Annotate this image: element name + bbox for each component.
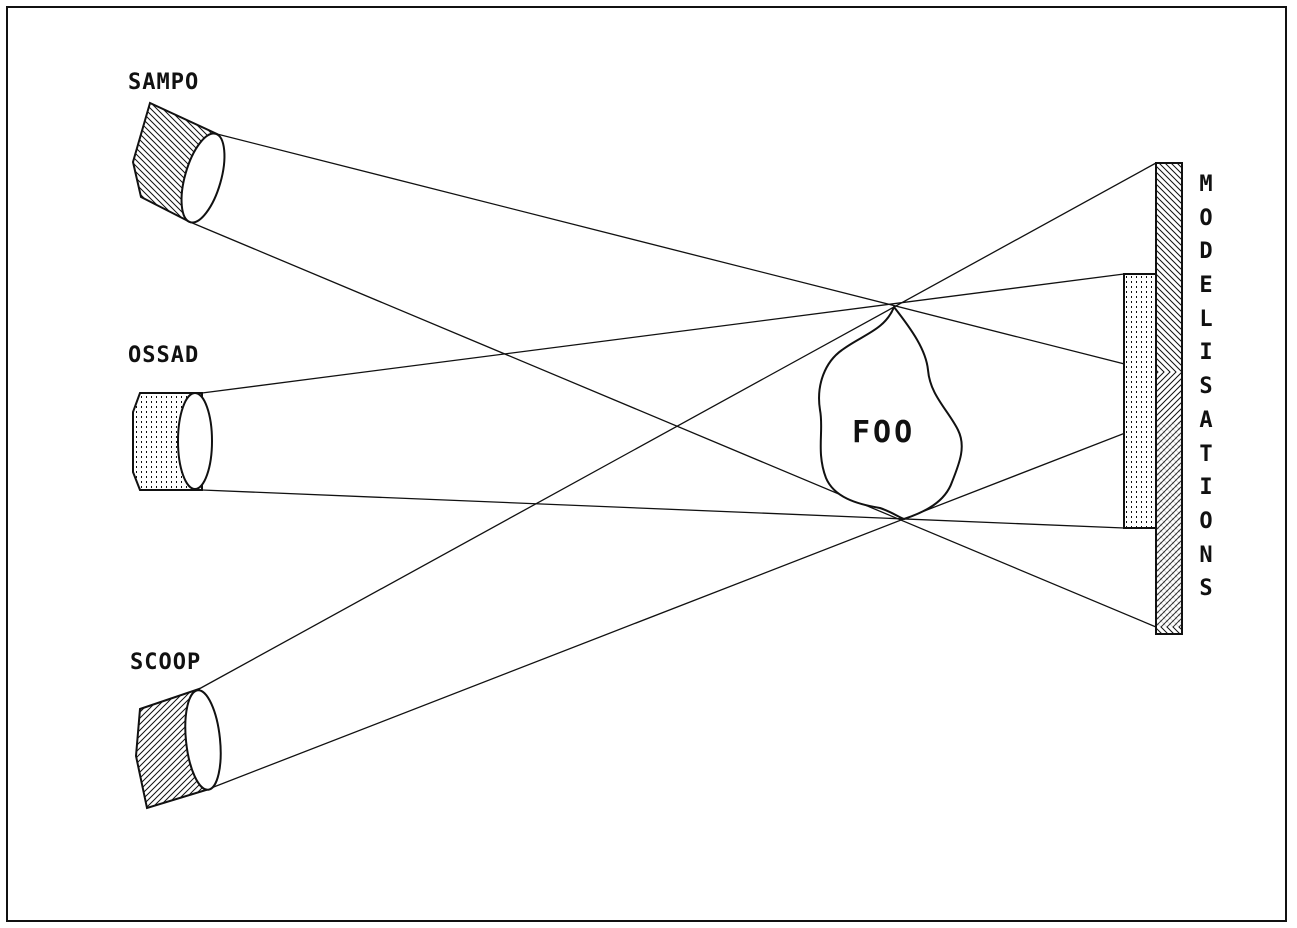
modelisations-label: M O D E L I S A T I O N S	[1190, 168, 1222, 606]
ossad-plate	[1123, 273, 1157, 529]
ossad-beam-top	[201, 273, 1125, 394]
modelisations-letter: I	[1199, 340, 1213, 366]
ossad-label: OSSAD	[128, 343, 200, 368]
modelisations-letter: S	[1199, 374, 1213, 400]
modelisations-letter: N	[1199, 542, 1213, 568]
sampo-plate-segment	[1157, 372, 1181, 422]
scoop-label: SCOOP	[130, 650, 202, 675]
foo-label: FOO	[852, 415, 916, 450]
modelisations-letter: I	[1199, 475, 1213, 501]
foo-blob	[818, 305, 963, 521]
modelisations-letter: L	[1199, 306, 1213, 332]
modelisations-letter: O	[1199, 205, 1213, 231]
modelisations-letter: E	[1199, 273, 1213, 299]
modelisations-letter: A	[1199, 407, 1213, 433]
modelisations-letter: M	[1199, 172, 1213, 197]
ossad-lens	[132, 392, 213, 491]
sampo-beam-bottom	[189, 221, 1157, 628]
beam-lines	[189, 133, 1157, 791]
sampo-beam-top	[216, 133, 1157, 373]
modelisations-letter: D	[1199, 239, 1213, 265]
ossad-beam-bottom	[201, 489, 1125, 529]
scoop-beam-bottom	[205, 420, 1157, 791]
modelisations-letter: S	[1199, 576, 1213, 602]
scoop-lens	[134, 687, 222, 810]
sampo-lens	[131, 101, 226, 224]
scoop-beam-top	[198, 162, 1157, 690]
modelisations-letter: O	[1199, 508, 1213, 534]
sampo-label: SAMPO	[128, 70, 200, 95]
modelisations-letter: T	[1199, 441, 1213, 467]
scoop-plate-segment	[1157, 422, 1181, 627]
modelisations-plates	[1123, 162, 1183, 635]
